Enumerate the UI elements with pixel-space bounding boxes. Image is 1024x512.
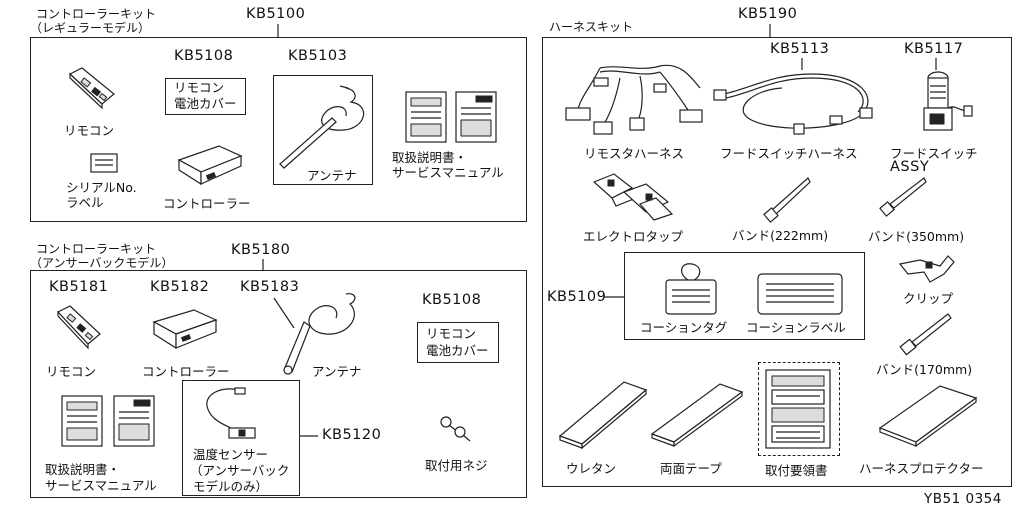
ab-battery-cover-box bbox=[417, 322, 499, 363]
kit-answerback-header-line2: （アンサーバックモデル） bbox=[30, 256, 174, 270]
manual-line1: 取扱説明書・ bbox=[392, 150, 468, 165]
ab-battery-cover-code: KB5108 bbox=[422, 292, 482, 308]
ab-remocon-code: KB5181 bbox=[49, 279, 109, 295]
hood-switch-harness-code: KB5113 bbox=[770, 41, 830, 57]
band-350-icon bbox=[879, 177, 927, 217]
antenna-icon bbox=[279, 85, 365, 169]
clip-icon bbox=[898, 255, 955, 283]
clip-label: クリップ bbox=[903, 291, 954, 306]
temp-sensor-box bbox=[182, 380, 300, 496]
kit-regular-frame bbox=[30, 37, 527, 222]
urethane-label: ウレタン bbox=[566, 461, 617, 476]
caution-group-code: KB5109 bbox=[547, 289, 607, 305]
ab-antenna-icon bbox=[273, 293, 356, 375]
harness-kit-header: ハーネスキット bbox=[549, 20, 634, 34]
ab-battery-cover-line1: リモコン bbox=[426, 326, 477, 341]
manual-icon bbox=[405, 91, 497, 143]
screw-icon bbox=[440, 416, 471, 442]
kit-regular-header-line1: コントローラーキット bbox=[36, 7, 157, 21]
temp-sensor-line2: （アンサーバック bbox=[190, 463, 290, 478]
hood-switch-assy-line2: ASSY bbox=[890, 159, 930, 175]
caution-label-label: コーションラベル bbox=[746, 320, 846, 335]
ab-antenna-code: KB5183 bbox=[240, 279, 300, 295]
kit-regular-header-line2: （レギュラーモデル） bbox=[30, 21, 151, 35]
battery-cover-line1: リモコン bbox=[174, 80, 225, 95]
ab-remocon-icon bbox=[57, 305, 101, 350]
band-350-label: バンド(350mm) bbox=[868, 229, 965, 244]
caution-group-box bbox=[624, 252, 865, 340]
harness-protector-label: ハーネスプロテクター bbox=[859, 461, 984, 476]
figure-id: YB51 0354 bbox=[924, 491, 1002, 507]
ab-controller-code: KB5182 bbox=[150, 279, 210, 295]
temp-sensor-icon bbox=[206, 387, 256, 439]
band-170-icon bbox=[899, 313, 952, 356]
hood-switch-assy-code: KB5117 bbox=[904, 41, 964, 57]
remocon-icon bbox=[68, 67, 115, 110]
antenna-label: アンテナ bbox=[307, 168, 357, 183]
temp-sensor-code: KB5120 bbox=[322, 427, 382, 443]
ab-manual-line1: 取扱説明書・ bbox=[45, 462, 121, 477]
kit-regular-code: KB5100 bbox=[246, 6, 306, 22]
hood-switch-harness-leader-line bbox=[801, 58, 803, 70]
screw-label: 取付用ネジ bbox=[425, 458, 488, 473]
band-222-icon bbox=[763, 177, 811, 223]
remosta-harness-label: リモスタハーネス bbox=[584, 146, 685, 161]
battery-cover-code: KB5108 bbox=[174, 48, 234, 64]
urethane-icon bbox=[558, 381, 648, 450]
ab-controller-icon bbox=[152, 309, 218, 350]
harness-kit-code: KB5190 bbox=[738, 6, 798, 22]
hood-switch-assy-icon bbox=[923, 71, 973, 131]
remocon-label: リモコン bbox=[64, 123, 115, 138]
controller-label: コントローラー bbox=[163, 196, 251, 211]
antenna-box bbox=[273, 75, 373, 185]
remosta-harness-icon bbox=[565, 64, 703, 135]
serial-label-icon bbox=[90, 153, 118, 173]
hood-switch-assy-line1: フードスイッチ bbox=[890, 146, 978, 161]
kit-answerback-leader-line bbox=[262, 259, 264, 270]
hood-switch-harness-label: フードスイッチハーネス bbox=[720, 146, 858, 161]
temp-sensor-line1: 温度センサー bbox=[193, 447, 269, 462]
caution-tag-label: コーションタグ bbox=[640, 320, 728, 335]
hood-switch-harness-icon bbox=[713, 73, 873, 135]
kit-answerback-code: KB5180 bbox=[231, 242, 291, 258]
battery-cover-line2: 電池カバー bbox=[174, 96, 237, 111]
ab-manual-line2: サービスマニュアル bbox=[45, 478, 157, 493]
antenna-code: KB5103 bbox=[288, 48, 348, 64]
double-tape-label: 両面テープ bbox=[660, 461, 722, 476]
double-tape-icon bbox=[650, 383, 744, 448]
kit-answerback-header-line1: コントローラーキット bbox=[36, 242, 157, 256]
ab-remocon-label: リモコン bbox=[46, 364, 97, 379]
serial-label-line2: ラベル bbox=[66, 195, 104, 210]
band-170-label: バンド(170mm) bbox=[876, 362, 973, 377]
ab-battery-cover-line2: 電池カバー bbox=[426, 343, 489, 358]
ab-manual-icon bbox=[61, 395, 155, 447]
harness-kit-leader-line bbox=[769, 24, 771, 37]
install-guide-icon bbox=[765, 369, 831, 449]
electro-tap-icon bbox=[592, 173, 674, 221]
caution-tag-icon bbox=[665, 263, 717, 315]
ab-antenna-label: アンテナ bbox=[312, 364, 362, 379]
kit-regular-leader-line bbox=[277, 24, 279, 37]
install-guide-frame bbox=[758, 362, 840, 456]
controller-icon bbox=[177, 145, 243, 186]
kit-answerback-frame bbox=[30, 270, 527, 498]
battery-cover-box bbox=[165, 78, 246, 115]
serial-label-line1: シリアルNo. bbox=[66, 180, 137, 195]
electro-tap-label: エレクトロタップ bbox=[583, 229, 684, 244]
harness-kit-frame bbox=[542, 37, 1012, 487]
manual-line2: サービスマニュアル bbox=[392, 165, 504, 180]
hood-switch-assy-leader-line bbox=[935, 58, 937, 70]
install-guide-label: 取付要領書 bbox=[765, 463, 828, 478]
temp-sensor-line3: モデルのみ） bbox=[193, 479, 269, 494]
caution-group-leader-line bbox=[604, 296, 624, 298]
caution-label-icon bbox=[757, 273, 843, 315]
ab-controller-label: コントローラー bbox=[142, 364, 230, 379]
harness-protector-icon bbox=[878, 385, 978, 448]
temp-sensor-leader-line bbox=[300, 435, 318, 437]
band-222-label: バンド(222mm) bbox=[732, 228, 829, 243]
